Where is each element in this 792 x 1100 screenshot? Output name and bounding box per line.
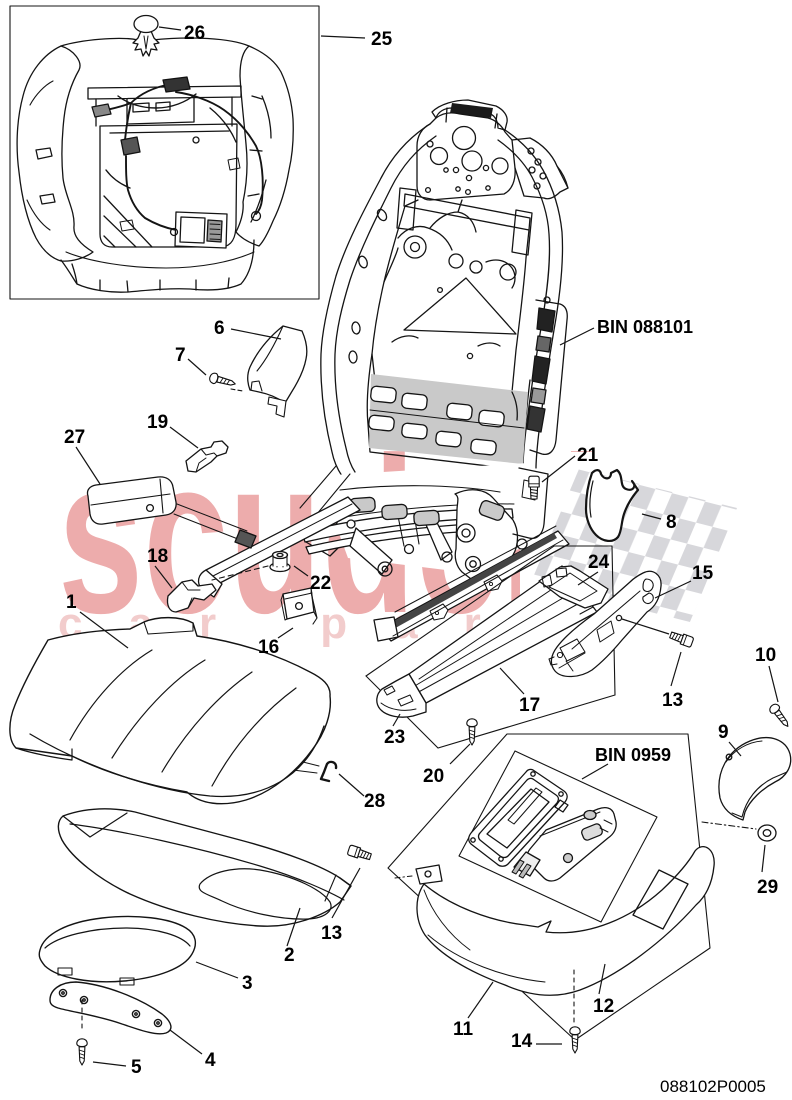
svg-text:13: 13: [662, 690, 683, 711]
svg-text:11: 11: [453, 1019, 474, 1040]
svg-text:14: 14: [511, 1031, 533, 1052]
svg-text:22: 22: [310, 573, 331, 594]
svg-text:4: 4: [205, 1050, 216, 1071]
svg-text:28: 28: [364, 791, 385, 812]
svg-text:5: 5: [131, 1057, 142, 1078]
svg-text:BIN 0959: BIN 0959: [595, 745, 671, 765]
svg-text:BIN 088101: BIN 088101: [597, 317, 693, 337]
svg-text:9: 9: [718, 722, 729, 743]
svg-text:10: 10: [755, 645, 776, 666]
svg-text:16: 16: [258, 637, 279, 658]
svg-text:29: 29: [757, 877, 778, 898]
svg-text:20: 20: [423, 766, 444, 787]
svg-text:2: 2: [284, 945, 295, 966]
svg-text:7: 7: [175, 345, 186, 366]
svg-text:25: 25: [371, 29, 393, 50]
svg-text:8: 8: [666, 512, 677, 533]
svg-text:17: 17: [519, 695, 540, 716]
svg-text:21: 21: [577, 445, 599, 466]
svg-text:27: 27: [64, 427, 85, 448]
svg-text:19: 19: [147, 412, 168, 433]
svg-text:088102P0005: 088102P0005: [660, 1077, 766, 1096]
svg-text:13: 13: [321, 923, 342, 944]
svg-text:1: 1: [66, 592, 77, 613]
svg-text:12: 12: [593, 996, 614, 1017]
svg-text:3: 3: [242, 973, 253, 994]
svg-text:6: 6: [214, 318, 225, 339]
svg-text:26: 26: [184, 23, 205, 44]
svg-text:18: 18: [147, 546, 168, 567]
svg-text:23: 23: [384, 727, 405, 748]
svg-text:24: 24: [588, 552, 610, 573]
svg-text:15: 15: [692, 563, 714, 584]
